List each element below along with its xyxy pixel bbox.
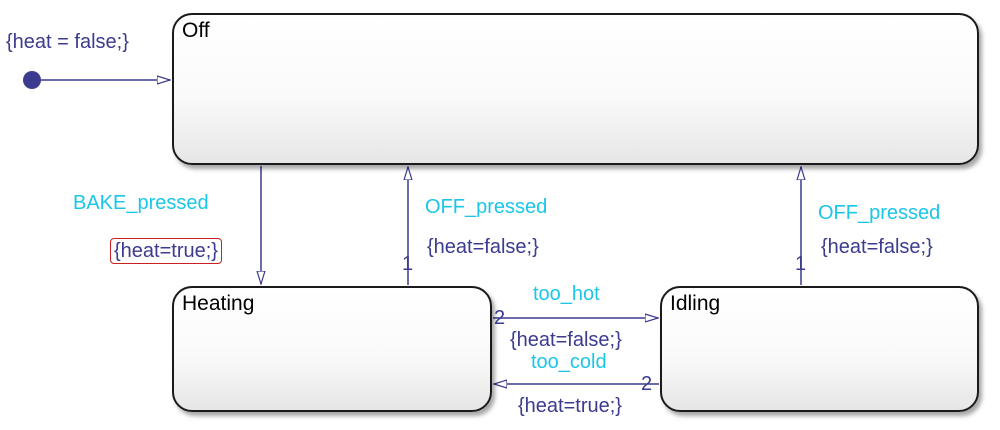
- transition-off-from-idling-action[interactable]: {heat=false;}: [821, 236, 933, 258]
- state-heating-label: Heating: [182, 292, 255, 315]
- state-idling-label: Idling: [670, 292, 721, 315]
- state-idling[interactable]: Idling: [660, 286, 979, 412]
- transition-off-from-idling-priority: 1: [795, 253, 807, 275]
- transition-bake-action[interactable]: {heat=true;}: [110, 238, 222, 264]
- transition-too-hot-event[interactable]: too_hot: [533, 283, 600, 305]
- transition-off-from-heating-priority: 1: [402, 253, 414, 275]
- state-heating[interactable]: Heating: [172, 286, 492, 412]
- transition-bake-event[interactable]: BAKE_pressed: [73, 192, 209, 214]
- state-off[interactable]: Off: [172, 13, 979, 165]
- transition-too-cold-event[interactable]: too_cold: [531, 351, 607, 373]
- transition-too-hot-action[interactable]: {heat=false;}: [510, 329, 622, 351]
- transition-off-from-heating-event[interactable]: OFF_pressed: [425, 196, 548, 218]
- state-off-label: Off: [182, 19, 210, 42]
- transition-off-from-heating-action[interactable]: {heat=false;}: [427, 236, 539, 258]
- default-transition-action[interactable]: {heat = false;}: [6, 31, 129, 53]
- transition-too-hot-priority: 2: [494, 307, 506, 329]
- default-transition-dot[interactable]: [23, 71, 41, 89]
- transition-too-cold-priority: 2: [641, 373, 653, 395]
- transition-off-from-idling-event[interactable]: OFF_pressed: [818, 202, 941, 224]
- transition-too-cold-action[interactable]: {heat=true;}: [518, 395, 622, 417]
